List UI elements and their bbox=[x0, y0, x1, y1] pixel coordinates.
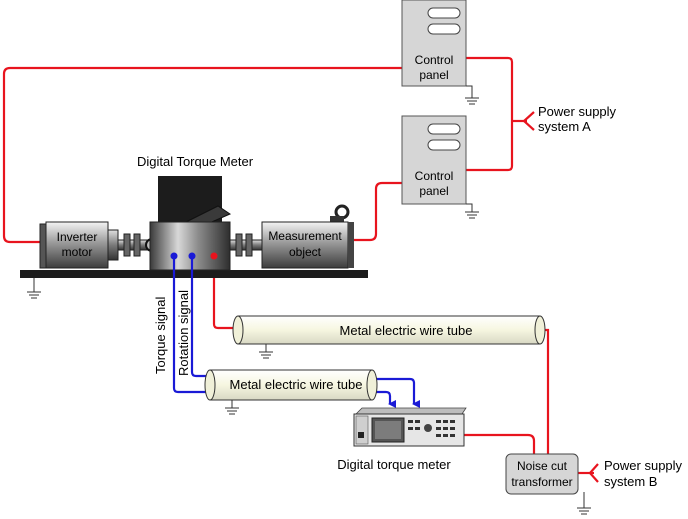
ground-icon-base bbox=[27, 278, 41, 299]
signal-wires bbox=[172, 258, 420, 408]
torque-signal-wire bbox=[172, 258, 208, 394]
rotation-connector bbox=[188, 252, 196, 260]
metal-tube-upper: Metal electric wire tube bbox=[232, 315, 546, 345]
measurement-object: Measurement object bbox=[261, 204, 354, 269]
wire-upper-tube-to-transformer bbox=[540, 328, 550, 454]
metal-tube-lower: Metal electric wire tube bbox=[204, 369, 378, 401]
control-panel-mid-label-1: Control bbox=[415, 169, 454, 183]
torque-meter-sensor bbox=[149, 176, 232, 271]
wire-unit-to-transformer bbox=[464, 433, 536, 454]
rotation-signal-wire bbox=[190, 258, 208, 378]
unit-keypad bbox=[408, 420, 455, 437]
wire-lower-tube-to-unit-2 bbox=[374, 390, 396, 408]
power-supply-b-label-2: system B bbox=[604, 474, 657, 489]
noise-cut-label-2: transformer bbox=[511, 475, 572, 489]
digital-torque-meter-title: Digital Torque Meter bbox=[137, 154, 254, 169]
control-panel-mid: Control panel bbox=[401, 115, 467, 205]
coupling-right bbox=[229, 233, 263, 257]
rotation-signal-label: Rotation signal bbox=[176, 290, 191, 376]
torque-signal-label: Torque signal bbox=[153, 297, 168, 374]
power-supply-a-label-1: Power supply bbox=[538, 104, 617, 119]
wire-meter-to-upper-tube bbox=[212, 258, 238, 330]
measurement-object-label-2: object bbox=[289, 245, 322, 259]
inverter-motor-label-2: motor bbox=[62, 245, 93, 259]
ground-icon-tube-lower bbox=[225, 400, 239, 415]
ground-icon-tube-upper bbox=[259, 342, 273, 359]
wire-panel-mid-to-object bbox=[348, 181, 402, 242]
inverter-motor: Inverter motor bbox=[39, 221, 119, 269]
power-supply-b-plug-icon bbox=[588, 463, 599, 483]
digital-torque-meter-unit-label: Digital torque meter bbox=[337, 457, 451, 472]
measurement-object-label-1: Measurement bbox=[268, 229, 342, 243]
wire-lower-tube-to-unit-1 bbox=[372, 377, 420, 408]
control-panel-mid-label-2: panel bbox=[419, 184, 448, 198]
control-panel-top-label-2: panel bbox=[419, 68, 448, 82]
noise-cut-transformer: Noise cut transformer bbox=[505, 453, 579, 495]
metal-tube-upper-label: Metal electric wire tube bbox=[340, 323, 473, 338]
noise-cut-label-1: Noise cut bbox=[517, 459, 568, 473]
ground-icon-panel-top bbox=[465, 85, 479, 105]
ground-icon-panel-mid bbox=[465, 203, 479, 219]
base-plate bbox=[20, 270, 368, 278]
ground-symbols bbox=[27, 85, 591, 515]
power-supply-a-plug-icon bbox=[522, 111, 535, 131]
digital-torque-meter-unit bbox=[353, 407, 467, 447]
power-connector bbox=[210, 252, 218, 260]
wire-panel-to-inverter bbox=[2, 66, 402, 244]
wire-panel-top-to-supply-a bbox=[466, 56, 514, 172]
inverter-motor-label-1: Inverter bbox=[57, 230, 98, 244]
power-supply-b-label-1: Power supply bbox=[604, 458, 683, 473]
torque-connector bbox=[170, 252, 178, 260]
control-panel-top-label-1: Control bbox=[415, 53, 454, 67]
metal-tube-lower-label: Metal electric wire tube bbox=[230, 377, 363, 392]
power-supply-a-label-2: system A bbox=[538, 119, 591, 134]
control-panel-top: Control panel bbox=[401, 0, 467, 87]
ground-icon-transformer bbox=[577, 492, 591, 515]
